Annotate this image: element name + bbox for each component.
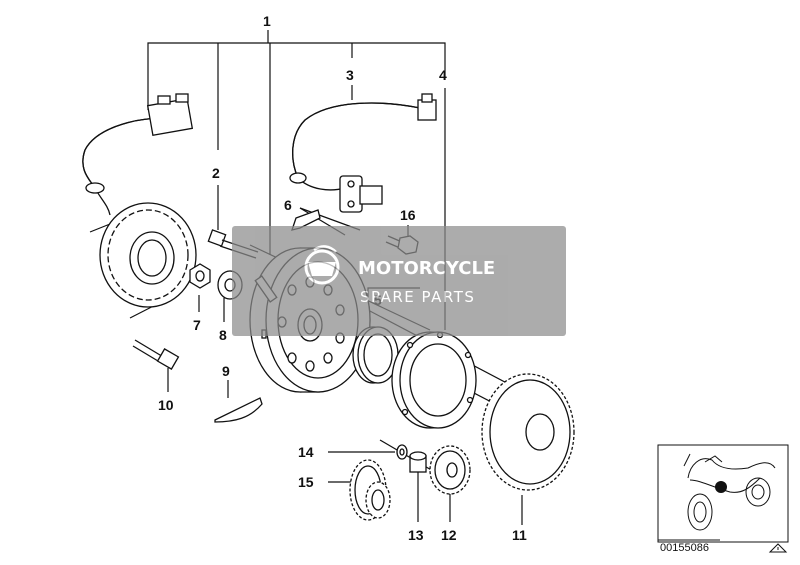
callout-2: 2	[212, 165, 220, 181]
watermark-panel	[232, 226, 566, 336]
thumbnail-doc-number: 00155086	[660, 542, 709, 554]
watermark-logo-icon	[304, 245, 340, 285]
thumbnail-frame	[657, 444, 789, 543]
callout-13: 13	[408, 527, 424, 543]
motorcycle-thumbnail: 00155086	[657, 444, 789, 554]
watermark-line2: SPARE PARTS	[360, 288, 475, 306]
stator-assembly	[82, 93, 197, 308]
callout-3: 3	[346, 67, 354, 83]
callout-10: 10	[158, 397, 174, 413]
callout-12: 12	[441, 527, 457, 543]
callout-1: 1	[263, 13, 271, 29]
callout-15: 15	[298, 474, 314, 490]
nut-part-7	[189, 263, 211, 289]
motorcycle-outline-icon	[683, 453, 776, 531]
callout-14: 14	[298, 444, 314, 460]
freewheel-housing-part-4	[391, 331, 477, 429]
gear-part-12	[429, 445, 471, 495]
bushing-part-13	[409, 451, 427, 473]
callout-9: 9	[222, 363, 230, 379]
callout-4: 4	[439, 67, 447, 83]
watermark-line1: MOTORCYCLE	[358, 258, 495, 279]
gear-part-15	[349, 459, 391, 521]
callout-7: 7	[193, 317, 201, 333]
washer-part-14	[396, 444, 408, 460]
key-part-9	[214, 397, 263, 423]
watermark: MOTORCYCLE SPARE PARTS	[232, 226, 566, 336]
warning-triangle-icon	[768, 543, 788, 553]
sensor-assembly	[289, 93, 437, 231]
callout-11: 11	[512, 527, 527, 543]
bolt-part-10	[132, 339, 180, 370]
freewheel-ring-part-5	[352, 326, 399, 384]
callout-6: 6	[284, 197, 292, 213]
gear-part-11	[481, 373, 575, 491]
location-marker-icon	[715, 481, 727, 493]
callout-16: 16	[400, 207, 416, 223]
callout-labels: 1 2 3 4 5 6 7 8 9 10 11 12 13 14 15 16	[158, 13, 527, 543]
callout-8: 8	[219, 327, 227, 343]
